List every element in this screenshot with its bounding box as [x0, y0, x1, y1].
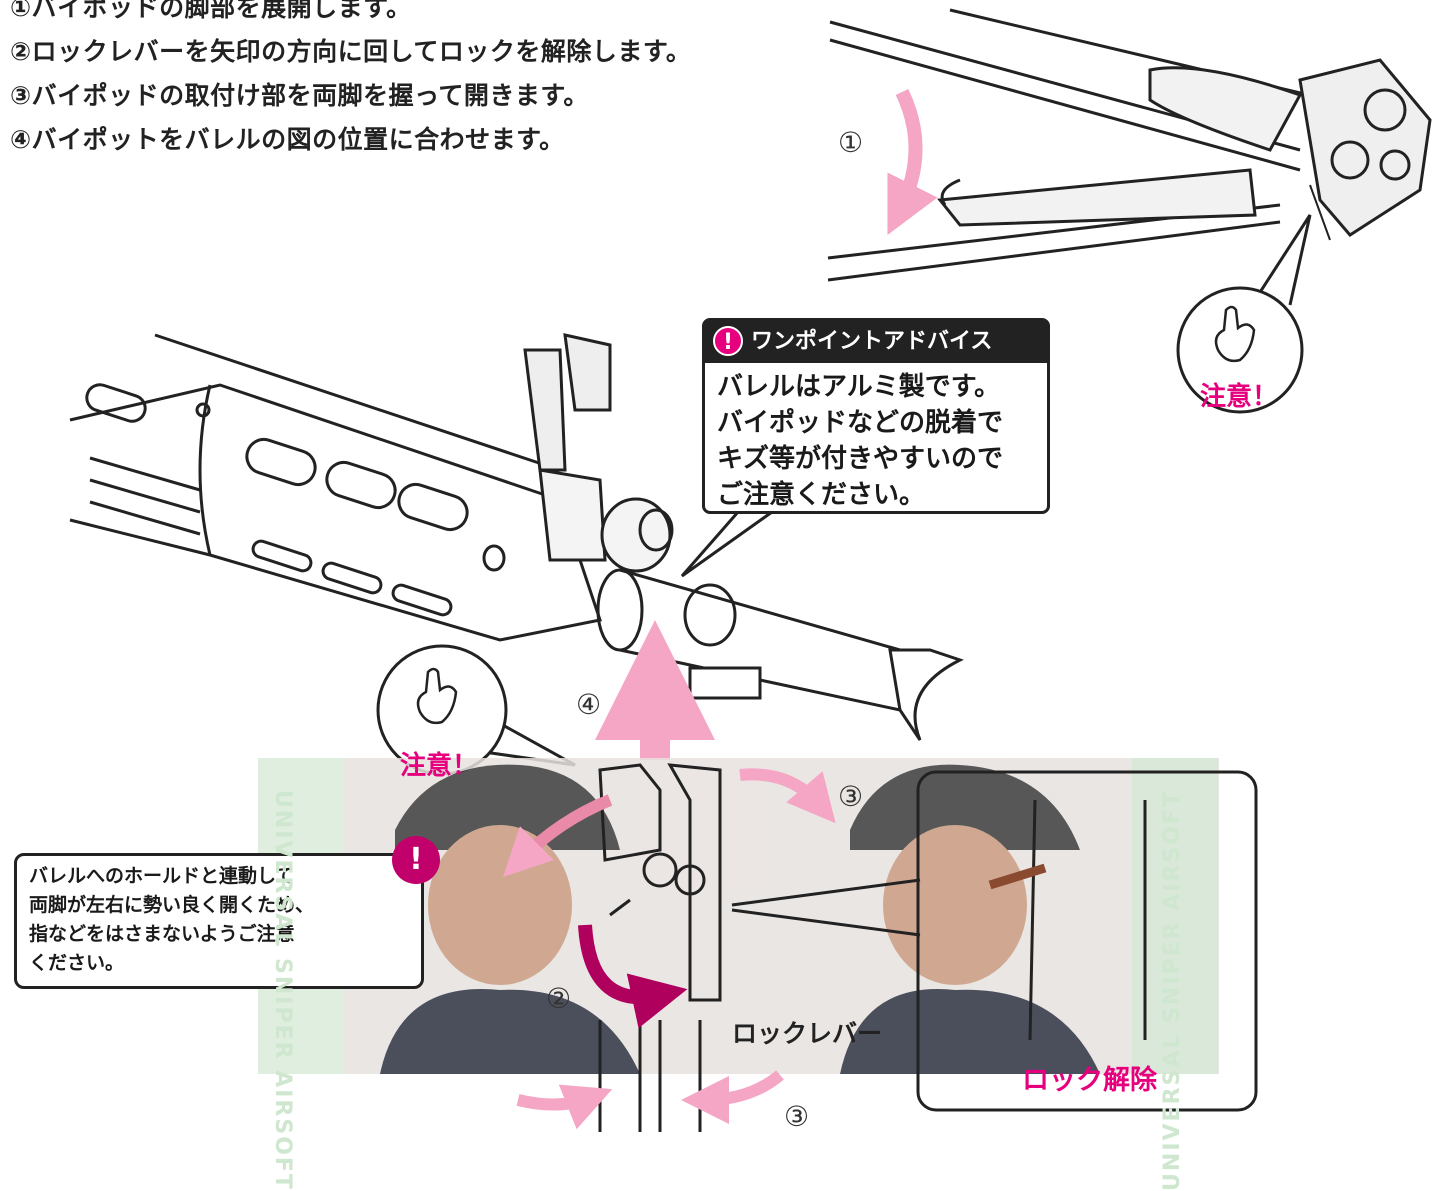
- step-3-marker-bottom: ③: [784, 1100, 810, 1133]
- lever-rotate-arrow-2: [578, 924, 688, 1029]
- hand-icon: [1214, 305, 1256, 363]
- step-4-marker: ④: [576, 688, 602, 721]
- step-2-text: ②ロックレバーを矢印の方向に回してロックを解除します。: [10, 37, 692, 66]
- caution-label-bottom: 注意！: [400, 751, 479, 781]
- step-3-text: ③バイポッドの取付け部を両脚を握って開きます。: [10, 81, 589, 110]
- step-1-marker: ①: [838, 126, 864, 159]
- warning-box: バレルへのホールドと連動して 両脚が左右に勢い良く開くため、 指などをはさまない…: [14, 853, 424, 989]
- open-arrow-bottom-left: [516, 1084, 613, 1130]
- advice-heading-text: ワンポイントアドバイス: [751, 329, 993, 354]
- unlock-lever: [988, 863, 1047, 890]
- fold-arrow-1: [887, 88, 938, 236]
- exclamation-icon: !: [713, 326, 743, 356]
- advice-box: ! ワンポイントアドバイス バレルはアルミ製です。 バイポッドなどの脱着で キズ…: [702, 318, 1050, 514]
- watermark-right: UNIVERSAL SNIPER AIRSOFT: [1160, 790, 1185, 1191]
- caution-label-top: 注意！: [1200, 382, 1279, 412]
- instruction-steps: ①バイポッドの脚部を展開します。 ②ロックレバーを矢印の方向に回してロックを解除…: [10, 0, 691, 162]
- step-1-text: ①バイポッドの脚部を展開します。: [10, 0, 412, 22]
- step-2-marker: ②: [546, 982, 572, 1015]
- step-4-text: ④バイポットをバレルの図の位置に合わせます。: [10, 125, 565, 154]
- caution-bubble-bottom: [376, 644, 576, 776]
- watermark-left: UNIVERSAL SNIPER AIRSOFT: [270, 790, 295, 1191]
- open-arrow-bottom-right: [681, 1070, 784, 1124]
- open-arrow-left: [503, 794, 613, 877]
- advice-pointer: [680, 510, 773, 578]
- step-3-marker-top: ③: [838, 780, 864, 813]
- bipod-folded-drawing: [827, 8, 1432, 282]
- hand-icon-2: [416, 667, 458, 725]
- lock-lever-label: ロックレバー: [732, 1019, 883, 1048]
- advice-heading: ! ワンポイントアドバイス: [705, 321, 1047, 363]
- bipod-mount-drawing: [598, 763, 1258, 1132]
- caution-bubble-top: [1176, 214, 1312, 414]
- open-arrow-3-top: [739, 768, 836, 824]
- warning-exclamation-icon: !: [392, 836, 440, 884]
- unlock-label: ロック解除: [1022, 1065, 1157, 1096]
- advice-body: バレルはアルミ製です。 バイポッドなどの脱着で キズ等が付きやすいので ご注意く…: [717, 372, 1004, 510]
